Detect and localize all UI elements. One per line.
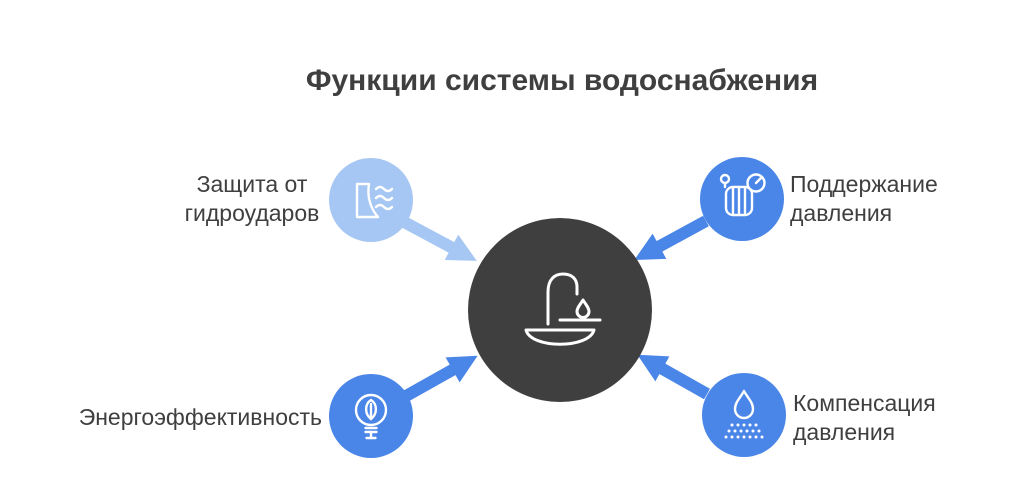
- spray-dots: [724, 423, 764, 439]
- node-top-right-circle: [700, 157, 784, 241]
- wave-line-2: [374, 194, 394, 202]
- node-bottom-left: [329, 374, 413, 463]
- faucet-spout: [546, 272, 579, 326]
- pressure-tank-gauge-icon: [719, 173, 766, 217]
- faucet-sink-icon: [524, 272, 602, 346]
- node-bottom-right-circle: [702, 373, 786, 457]
- diagram-title: Функции системы водоснабжения: [305, 64, 819, 97]
- node-bottom-right: [702, 373, 786, 462]
- dam-water-waves-icon: [355, 182, 394, 219]
- arrow-top-right: [634, 215, 709, 261]
- node-top-left-graphic: [329, 158, 413, 242]
- drop-outline: [733, 389, 755, 420]
- bulb-glass: [354, 393, 388, 427]
- node-bottom-left-graphic: [329, 374, 413, 458]
- label-bottom-left: Энергоэффективность: [78, 404, 322, 430]
- leaf-shape: [364, 398, 378, 421]
- dam-wall: [355, 182, 380, 219]
- label-top-right: Поддержание давления: [790, 171, 938, 226]
- eco-lightbulb-leaf-icon: [354, 393, 388, 440]
- water-drop: [575, 298, 591, 319]
- arrow-bottom-right: [637, 354, 710, 400]
- tank-body: [724, 185, 754, 217]
- label-bottom-right: Компенсация давления: [793, 390, 936, 445]
- node-top-left-circle: [329, 158, 413, 242]
- wave-line-3: [374, 203, 394, 211]
- sink-bowl: [524, 328, 596, 346]
- gauge-dial: [746, 173, 766, 193]
- arrow-top-left: [401, 216, 477, 261]
- wave-line-1: [374, 185, 394, 193]
- water-drop-spray-icon: [733, 389, 755, 420]
- center-circle: [468, 218, 652, 402]
- arrow-bottom-left: [403, 355, 478, 402]
- center-circle-graphic: [468, 218, 652, 402]
- label-top-left: Защита от гидроударов: [184, 171, 320, 226]
- node-top-left: [329, 158, 413, 247]
- gauge-needle: [754, 176, 763, 185]
- center-node: [468, 218, 652, 407]
- node-top-right-graphic: [700, 157, 784, 241]
- node-bottom-right-graphic: [702, 373, 786, 457]
- node-top-right: [700, 157, 784, 246]
